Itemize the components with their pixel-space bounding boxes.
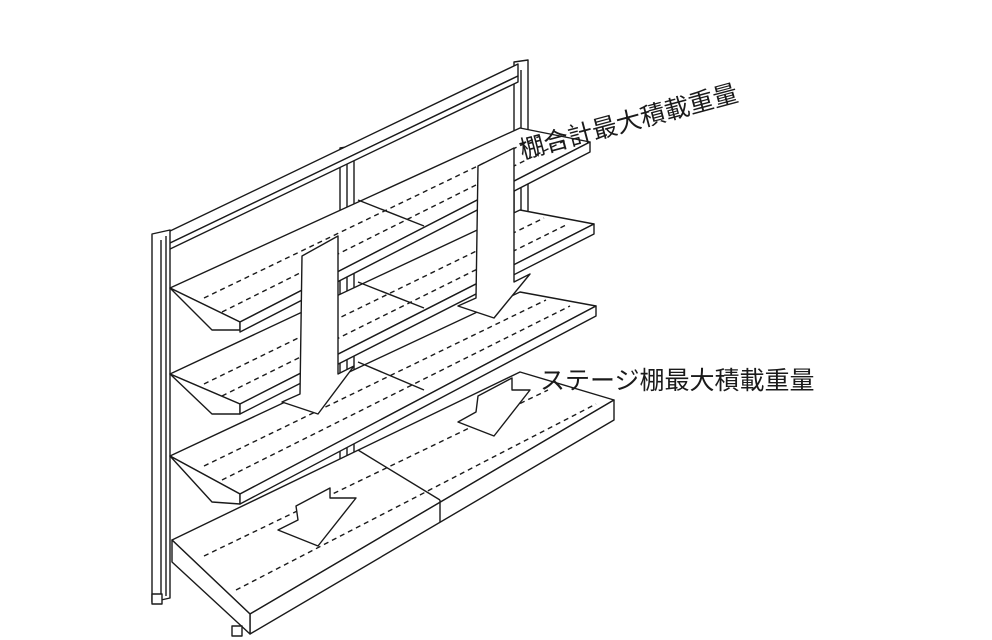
stage-shelf xyxy=(171,371,615,635)
front-upright-left xyxy=(151,229,171,603)
stage-max-load-label: ステージ棚最大積載重量 xyxy=(540,366,815,395)
stage-load-arrow-left xyxy=(277,487,357,547)
base-feet xyxy=(151,593,243,637)
shelf-3 xyxy=(169,291,597,505)
stage-load-arrow-right xyxy=(457,377,531,437)
total-load-arrow-left xyxy=(281,235,355,415)
total-load-arrow-right xyxy=(457,147,531,319)
